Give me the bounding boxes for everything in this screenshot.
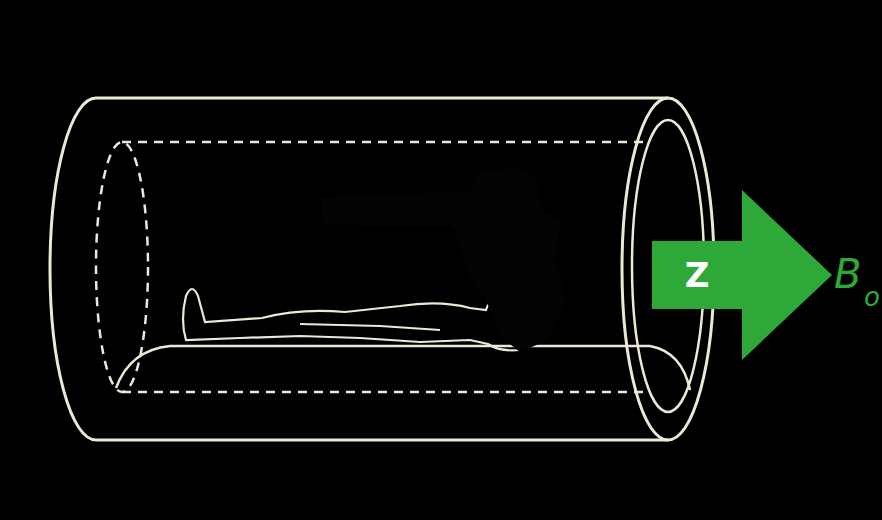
- patient-bed: [650, 346, 690, 390]
- patient-bed: [116, 346, 650, 388]
- bore-hidden-edge: [122, 391, 648, 394]
- cylinder-edge: [96, 439, 668, 442]
- cylinder-edge: [96, 97, 668, 100]
- cylinder-end: [50, 98, 96, 440]
- axis-letter: Z: [685, 258, 710, 292]
- dark-overlay: [322, 168, 566, 352]
- patient-figure: [183, 289, 534, 350]
- field-subscript: o: [864, 284, 880, 310]
- field-symbol: B: [834, 254, 861, 294]
- bore-hidden-edge: [122, 141, 648, 144]
- arrow-shape: [652, 190, 832, 360]
- axis-arrow: Z: [652, 190, 832, 360]
- patient-arm: [300, 324, 440, 330]
